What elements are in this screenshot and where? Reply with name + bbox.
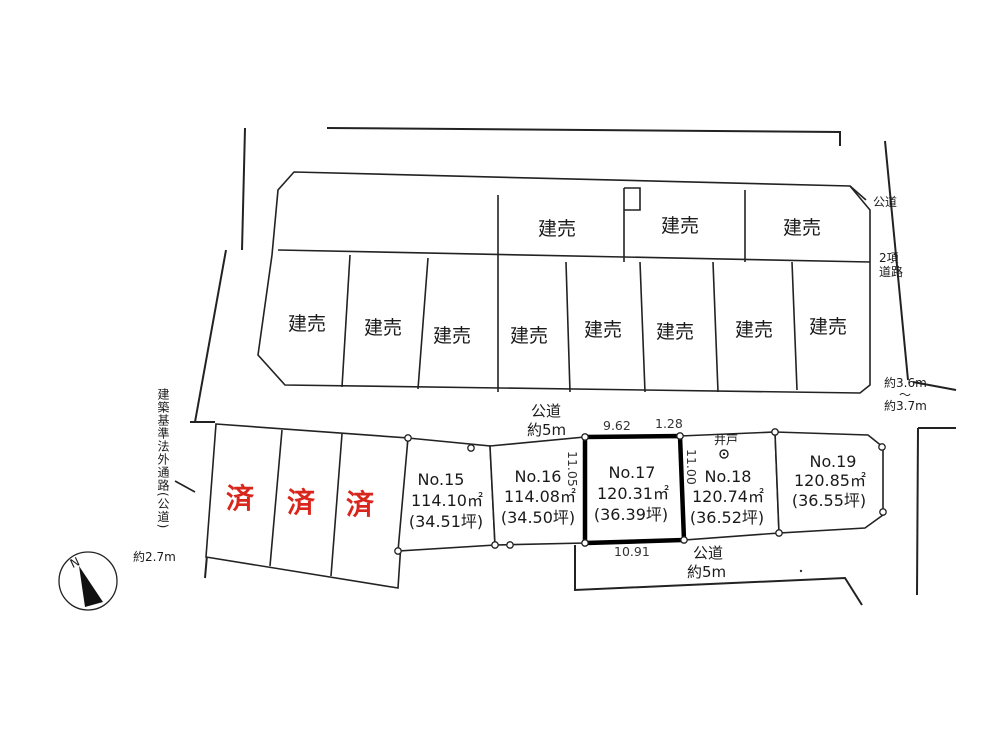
east-road-width-separator: 〜 <box>899 388 911 402</box>
east-road-width: 約3.7m <box>884 398 927 413</box>
kenbai-label: 建売 <box>364 317 402 339</box>
lots-for-sale <box>397 431 884 552</box>
kenbai-label: 建売 <box>510 325 548 347</box>
kenbai-label: 建売 <box>783 217 821 239</box>
center-road-width: 約5m <box>527 421 566 439</box>
well-label: 井戸 <box>714 433 738 447</box>
lot-tsubo: (36.55坪) <box>792 491 866 510</box>
center-road-label: 公道 <box>531 402 561 420</box>
built-for-sale-labels: 建売 建売 建売 建売 建売 建売 建売 建売 建売 建売 建売 <box>288 215 847 347</box>
kenbai-label: 建売 <box>288 313 326 335</box>
east-public-road-label: 公道 <box>873 195 897 209</box>
upper-block <box>257 171 871 394</box>
south-road-label: 公道 <box>693 544 723 562</box>
dimension-top-1: 9.62 <box>603 418 631 433</box>
lot-tsubo: (36.39坪) <box>594 505 668 524</box>
lot-number: No.17 <box>609 463 656 482</box>
lot-area: 120.85㎡ <box>794 471 866 490</box>
lot-tsubo: (34.50坪) <box>501 508 575 527</box>
road-labels: 公道 約5m 公道 約5m 公道 2項 道路 約3.6m 〜 約3.7m 建築基… <box>133 195 927 581</box>
sold-block <box>205 423 409 589</box>
east-road-type: 道路 <box>879 264 903 279</box>
sold-label: 済 <box>287 486 316 519</box>
kenbai-label: 建売 <box>656 321 694 343</box>
north-arrow: N <box>58 551 118 611</box>
west-passage-width: 約2.7m <box>133 549 176 564</box>
dimension-bottom: 10.91 <box>614 544 650 559</box>
lot-area: 120.74㎡ <box>692 487 764 506</box>
kenbai-label: 建売 <box>584 319 622 341</box>
survey-pins <box>394 428 887 555</box>
lot-area: 114.10㎡ <box>411 491 483 510</box>
lot-number: No.15 <box>418 470 465 489</box>
dimension-left: 11.05 <box>565 451 580 487</box>
east-road-type: 2項 <box>879 251 899 265</box>
kenbai-label: 建売 <box>735 319 773 341</box>
sold-labels: 済 済 済 <box>226 482 375 521</box>
sold-label: 済 <box>226 482 255 515</box>
kenbai-label: 建売 <box>433 325 471 347</box>
lot-number: No.18 <box>705 467 752 486</box>
kenbai-label: 建売 <box>809 316 847 338</box>
lot-info: No.15 114.10㎡ (34.51坪) No.16 114.08㎡ (34… <box>409 452 866 531</box>
west-passage-label: 建築基準法外通路(公道) <box>156 388 170 530</box>
sold-label: 済 <box>346 488 375 521</box>
upper-block-outline <box>257 171 871 394</box>
lot-tsubo: (36.52坪) <box>690 508 764 527</box>
south-road-width: 約5m <box>687 563 726 581</box>
lot-number: No.19 <box>810 452 857 471</box>
lot-tsubo: (34.51坪) <box>409 512 483 531</box>
kenbai-label: 建売 <box>538 218 576 240</box>
lot-area: 120.31㎡ <box>597 484 669 503</box>
well-marker: 井戸 <box>714 433 738 459</box>
lot-area: 114.08㎡ <box>504 487 576 506</box>
dimension-top-2: 1.28 <box>655 416 683 431</box>
east-road-width: 約3.6m <box>884 375 927 390</box>
dimension-right: 11.00 <box>684 449 699 485</box>
kenbai-label: 建売 <box>661 215 699 237</box>
lot-17-dimensions: 9.62 1.28 10.91 11.05 11.00 <box>565 416 699 559</box>
lot-number: No.16 <box>515 467 562 486</box>
